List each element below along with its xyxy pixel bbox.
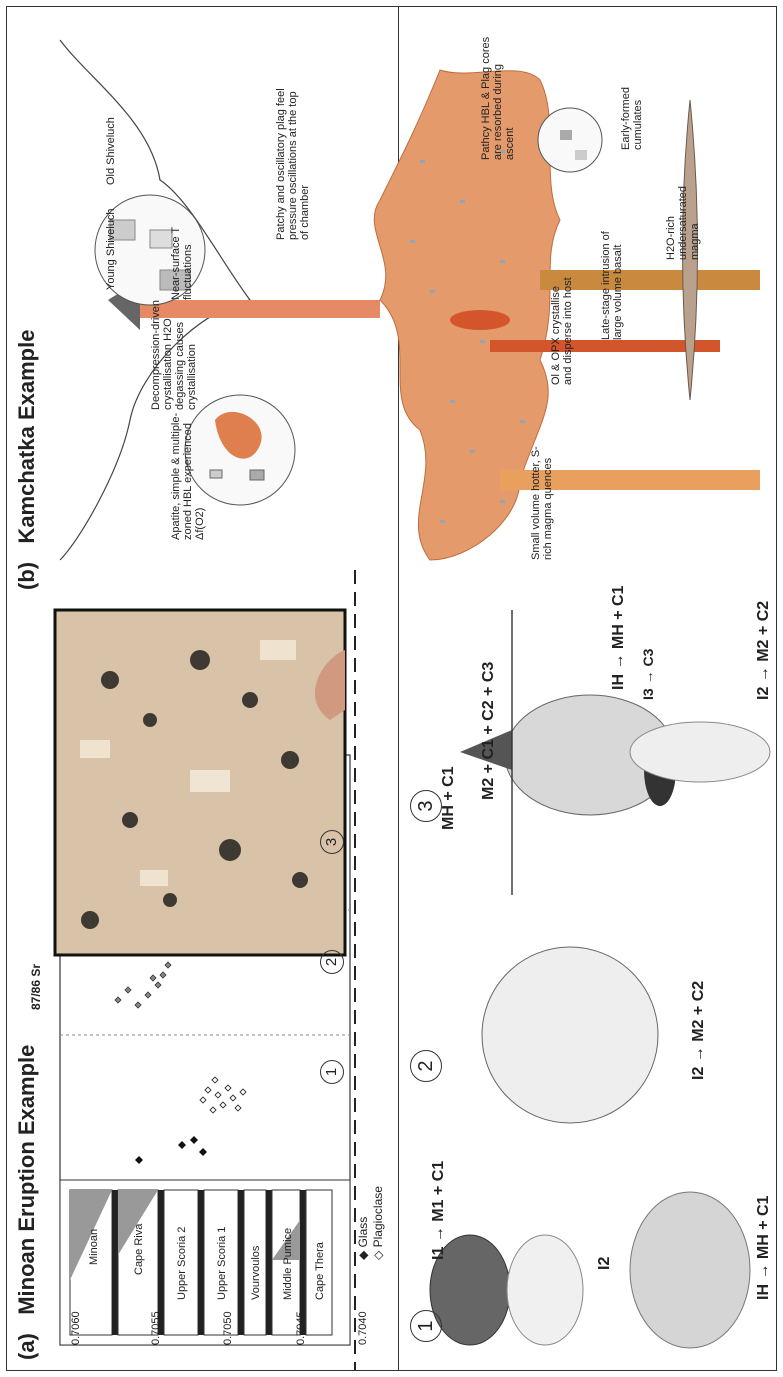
- label-early-cumulates: Early-formed cumulates: [620, 40, 644, 150]
- label-h2o-rich: H2O-rich undersaturated magma: [665, 150, 701, 260]
- label-decompression: Decompression-driven crystallisation H2O…: [150, 270, 198, 410]
- label-apatite: Apatite, simple & multiple-zoned HBL exp…: [170, 400, 206, 540]
- label-old-shiveluch: Old Shiveluch: [105, 117, 117, 185]
- basalt-blob: [450, 310, 510, 330]
- label-late-stage: Late-stage intrusion of large volume bas…: [600, 230, 624, 340]
- label-small-volume: Small volume hotter, S-rich magma quence…: [530, 440, 554, 560]
- label-oi-opx: Ol & OPX crystallise and disperse into h…: [550, 275, 574, 385]
- label-young-shiveluch: Young Shiveluch: [105, 208, 117, 290]
- label-patchy-plag: Patchy and oscillatory plag feel pressur…: [275, 80, 311, 240]
- label-pathcy-hbl: Pathcy HBL & Plag cores are resorbed dur…: [480, 30, 516, 160]
